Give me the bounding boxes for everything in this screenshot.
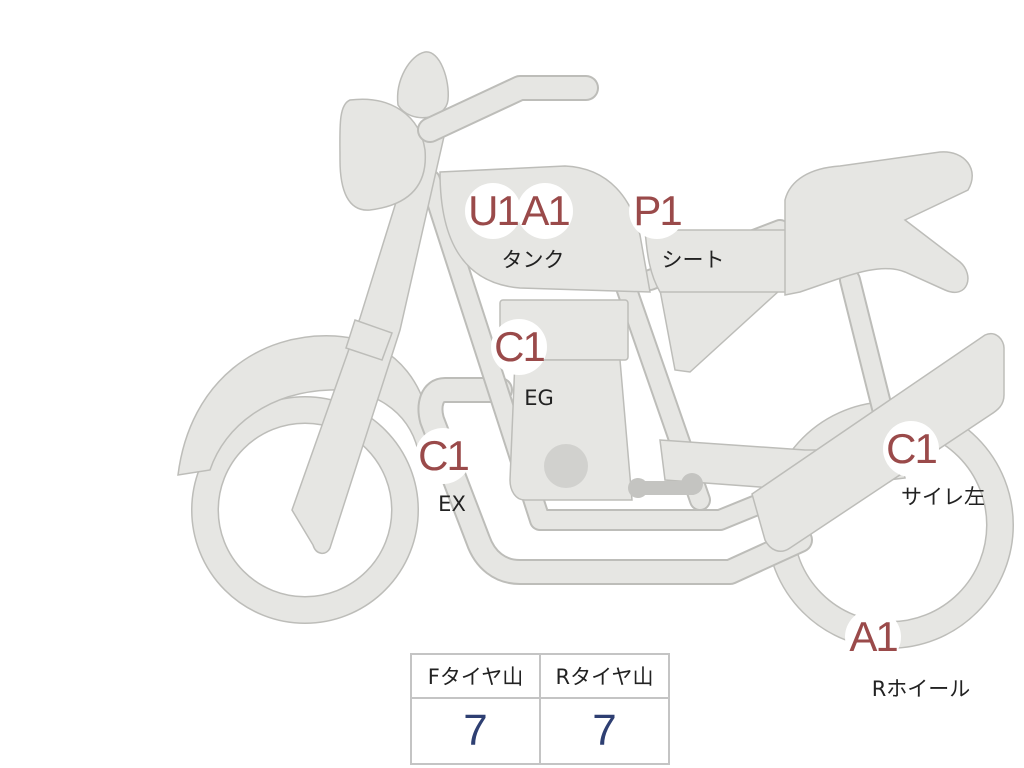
label-seat: シート: [661, 248, 725, 272]
footpeg: [628, 473, 703, 498]
label-exhaust: EX: [438, 492, 466, 516]
front-tire-value: 7: [410, 697, 541, 765]
marker-tank-a1: A1: [517, 183, 573, 239]
marker-exhaust-c1: C1: [415, 428, 471, 484]
label-muffler: サイレ左: [901, 485, 985, 509]
engine: [499, 299, 633, 501]
marker-code: C1: [886, 425, 938, 472]
label-rear-wheel: Rホイール: [871, 677, 971, 701]
marker-engine-c1: C1: [491, 319, 547, 375]
muffler: [751, 333, 1005, 552]
label-engine: EG: [524, 386, 554, 410]
marker-code: C1: [418, 432, 470, 479]
marker-code: A1: [521, 187, 570, 234]
marker-code: P1: [633, 187, 682, 234]
marker-code: C1: [494, 323, 546, 370]
handlebar: [417, 75, 599, 143]
marker-tank-u1: U1: [465, 183, 521, 239]
marker-rear-wheel-a1: A1: [845, 609, 901, 665]
rear-tire-value: 7: [539, 697, 670, 765]
mirror: [396, 51, 449, 119]
side-cover: [659, 289, 782, 373]
marker-code: A1: [849, 613, 898, 660]
rear-fender: [784, 151, 973, 296]
marker-seat-p1: P1: [629, 183, 685, 239]
exhaust-pipe: [417, 377, 813, 585]
front-tire-header: Fタイヤ山: [410, 653, 541, 699]
tire-tread-table: Fタイヤ山 Rタイヤ山 7 7: [410, 653, 670, 765]
seat: [644, 229, 791, 293]
marker-muffler-c1: C1: [883, 421, 939, 477]
headlight: [339, 98, 427, 211]
label-tank: タンク: [501, 248, 565, 272]
marker-code: U1: [468, 187, 520, 234]
rear-tire-header: Rタイヤ山: [539, 653, 670, 699]
